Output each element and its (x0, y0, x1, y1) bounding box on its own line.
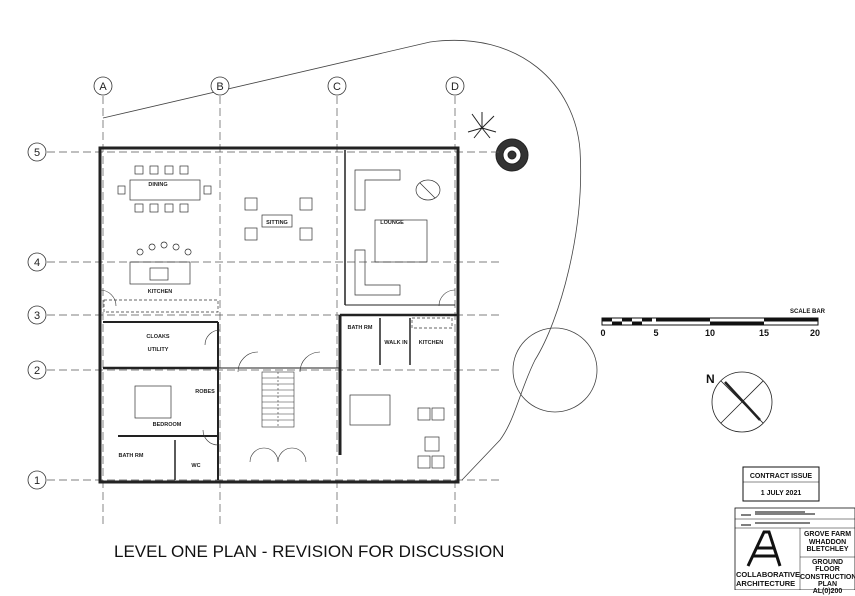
grid-col-b: B (216, 81, 223, 93)
room-label-bath-rm-1: BATH RM (119, 453, 144, 459)
grid-col-a: A (99, 81, 107, 93)
room-label-bath-rm-2: BATH RM (348, 325, 373, 331)
grid-col-c: C (333, 81, 341, 93)
grid-row-5: 5 (34, 147, 40, 159)
scale-bar: SCALE BAR 0 5 10 15 20 (600, 309, 825, 338)
north-label: N (706, 372, 715, 386)
contract-issue-date: 1 JULY 2021 (761, 490, 802, 497)
project-name-3: BLETCHLEY (806, 546, 849, 554)
room-label-sitting: SITTING (266, 220, 288, 226)
scale-tick: 20 (810, 328, 820, 338)
room-label-bedroom: BEDROOM (153, 422, 182, 428)
drawing-name-2: CONSTRUCTION PLAN (800, 573, 855, 589)
site-boundary (102, 40, 582, 481)
room-label-utility: UTILITY (148, 347, 169, 353)
scale-tick: 15 (759, 328, 769, 338)
drawing-title: LEVEL ONE PLAN - REVISION FOR DISCUSSION (114, 542, 504, 561)
contract-issue-label: CONTRACT ISSUE (750, 473, 813, 480)
room-label-dining: DINING (148, 182, 167, 188)
room-label-kitchen-2: KITCHEN (419, 340, 443, 346)
walls (98, 146, 460, 484)
project-name-2: WHADDON (808, 538, 847, 546)
drawing-name-1: GROUND FLOOR (811, 559, 844, 574)
company-name-2: ARCHITECTURE (736, 579, 796, 588)
scale-tick: 0 (600, 328, 605, 338)
room-label-wc: WC (191, 463, 200, 469)
title-block (734, 507, 855, 590)
room-label-lounge: LOUNGE (380, 220, 404, 226)
room-label-robes: ROBES (195, 389, 215, 395)
project-name-1: GROVE FARM (803, 531, 852, 538)
company-logo (746, 530, 782, 567)
room-label-cloaks: CLOAKS (146, 334, 170, 340)
grid-row-2: 2 (34, 365, 40, 377)
tree-icon (467, 112, 529, 172)
grid-row-4: 4 (34, 257, 40, 269)
doors (99, 289, 456, 463)
terrace-circle (512, 327, 598, 413)
drawing-number: AL(0)200 (812, 588, 843, 596)
company-name: COLLABORATIVE ARCHITECTURE (736, 570, 800, 588)
scale-tick: 10 (705, 328, 715, 338)
furniture (103, 165, 453, 469)
company-name-1: COLLABORATIVE (736, 570, 801, 579)
room-label-walk-in: WALK IN (384, 340, 407, 346)
scale-tick: 5 (653, 328, 658, 338)
grid-row-1: 1 (34, 475, 40, 487)
room-label-kitchen: KITCHEN (148, 289, 172, 295)
drawing-name: GROUND FLOOR CONSTRUCTION PLAN AL(0)200 (800, 559, 855, 596)
grid-row-3: 3 (34, 310, 40, 322)
staircase (261, 371, 295, 428)
north-arrow-icon (711, 371, 773, 433)
grid-col-d: D (451, 81, 459, 93)
project-name: GROVE FARM WHADDON BLETCHLEY (800, 531, 855, 554)
scale-bar-label: SCALE BAR (790, 309, 826, 315)
